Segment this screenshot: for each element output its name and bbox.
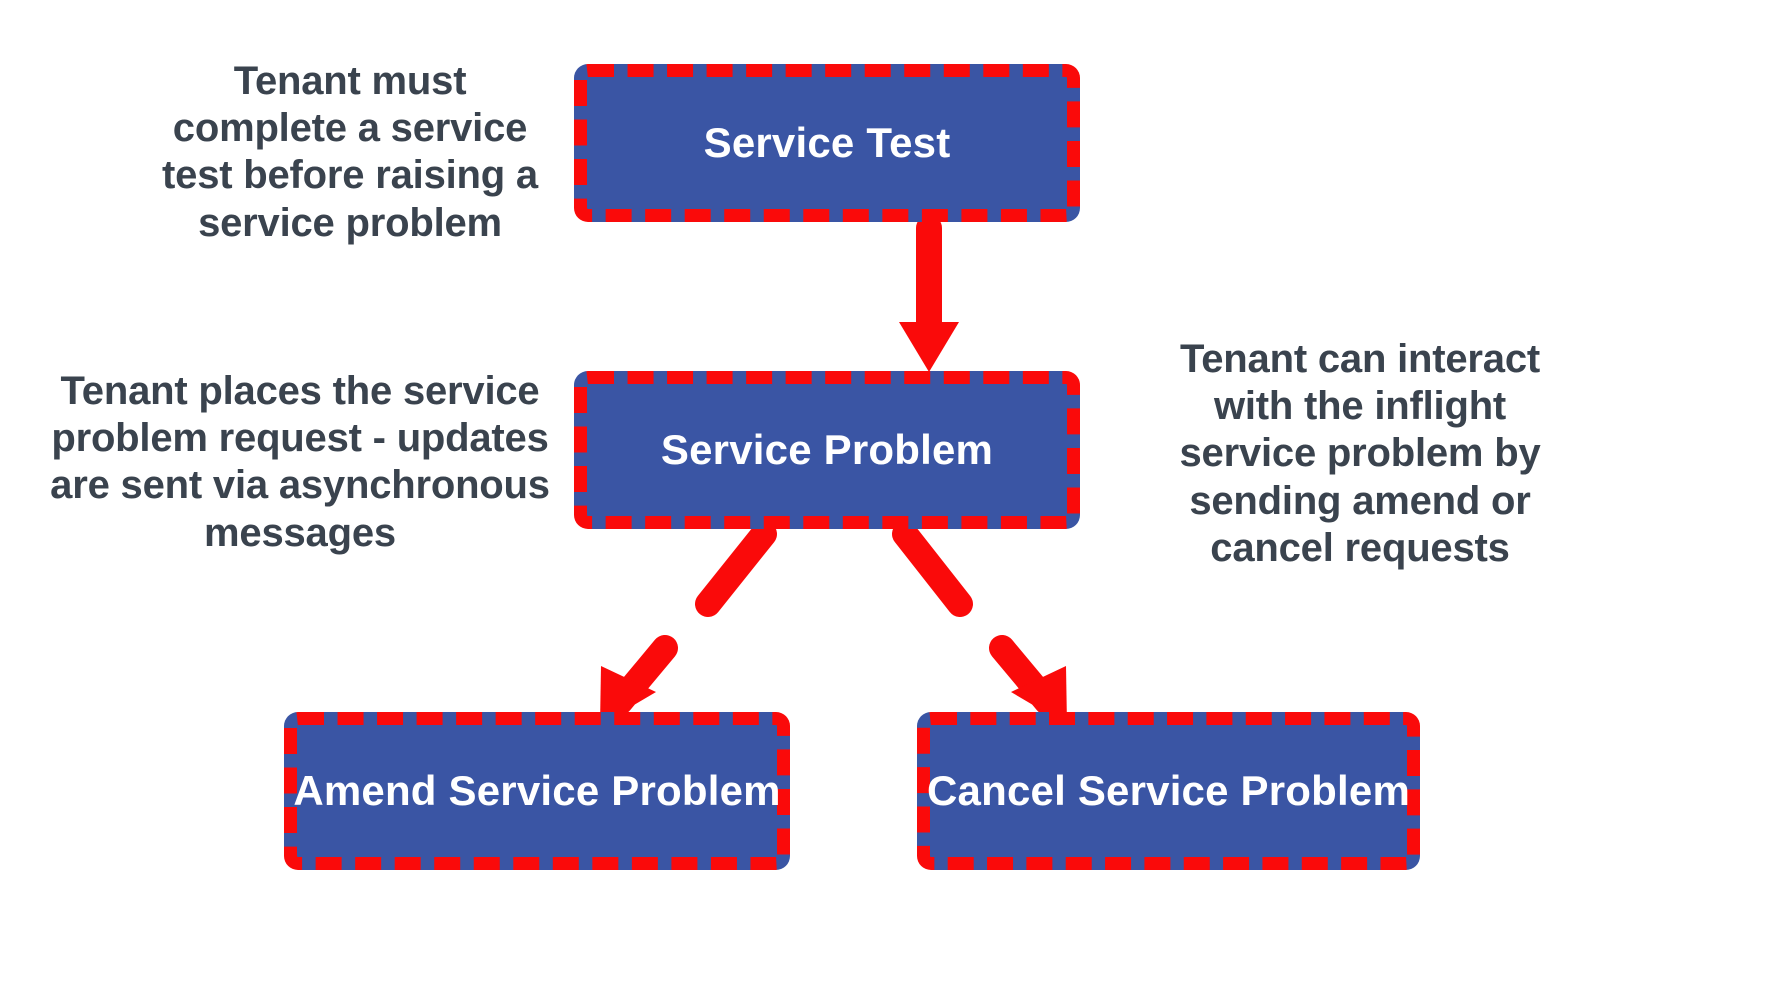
node-amend-service-problem[interactable]: Amend Service Problem: [284, 712, 790, 870]
arrow-service-test-to-service-problem: [899, 215, 959, 372]
note-tenant-places-service-problem-request: Tenant places the service problem reques…: [50, 369, 550, 555]
note-tenant-must-complete-service-test: Tenant must complete a service test befo…: [162, 59, 538, 245]
arrow-service-problem-to-cancel-problem: [892, 521, 1067, 725]
node-service-test[interactable]: Service Test: [574, 64, 1080, 222]
node-cancel-service-problem[interactable]: Cancel Service Problem: [917, 712, 1420, 870]
node-service-problem-label: Service Problem: [660, 426, 994, 473]
arrow-service-problem-to-amend-problem: [600, 521, 777, 725]
node-service-test-label: Service Test: [703, 119, 951, 166]
node-service-problem[interactable]: Service Problem: [574, 371, 1080, 529]
node-amend-service-problem-label: Amend Service Problem: [293, 767, 781, 814]
node-cancel-service-problem-label: Cancel Service Problem: [927, 767, 1410, 814]
note-tenant-can-interact-inflight: Tenant can interact with the inflight se…: [1179, 337, 1541, 570]
